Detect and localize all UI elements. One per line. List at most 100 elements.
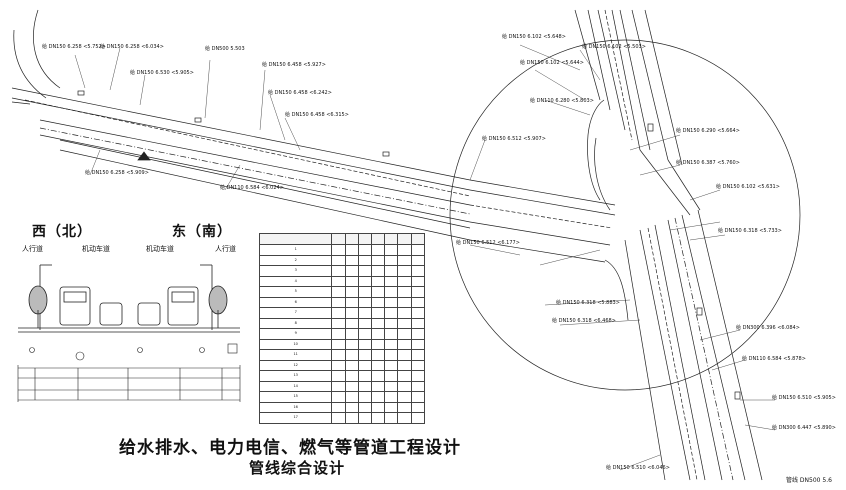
table-cell xyxy=(397,370,412,382)
table-cell xyxy=(344,380,359,392)
table-cell xyxy=(397,349,412,361)
pipe-annotation: 给 DN150 6.102 <5.503> xyxy=(582,44,646,50)
table-cell xyxy=(371,380,386,392)
pipe-annotation: 给 DN150 6.510 <5.905> xyxy=(772,395,836,401)
road-edge xyxy=(469,189,616,216)
table-header-cell xyxy=(371,233,386,245)
table-row: 5 xyxy=(258,286,426,298)
table-header-cell xyxy=(410,233,426,245)
table-cell xyxy=(331,265,346,277)
road-edge xyxy=(33,9,61,89)
table-cell xyxy=(331,412,346,424)
table-cell xyxy=(371,401,386,413)
detail-circle xyxy=(449,39,801,391)
table-cell xyxy=(371,317,386,329)
road-edge xyxy=(11,101,31,105)
table-cell xyxy=(344,401,359,413)
road-edge xyxy=(11,97,471,191)
table-cell xyxy=(410,338,426,350)
road-edge xyxy=(39,119,471,206)
table-cell xyxy=(357,254,373,266)
table-cell xyxy=(357,338,373,350)
table-cell: 10 xyxy=(258,338,333,350)
road-edge xyxy=(619,9,651,151)
road-edge xyxy=(11,87,471,181)
table-cell xyxy=(357,359,373,371)
lane-label-sidewalk-west: 人行道 xyxy=(22,245,43,253)
table-cell xyxy=(410,391,426,403)
table-row: 6 xyxy=(258,296,426,308)
table-cell xyxy=(384,370,399,382)
pipe-annotation: 给 DN150 6.458 <6.315> xyxy=(285,112,349,118)
table-cell xyxy=(371,254,386,266)
pipe-annotation: 给 DN150 6.290 <5.664> xyxy=(676,128,740,134)
table-cell xyxy=(397,338,412,350)
table-header-cell xyxy=(258,233,333,245)
table-cell: 4 xyxy=(258,275,333,287)
table-cell xyxy=(410,307,426,319)
table-header-row xyxy=(258,233,426,245)
table-row: 7 xyxy=(258,307,426,319)
table-row: 16 xyxy=(258,401,426,413)
table-cell xyxy=(410,370,426,382)
table-header-cell xyxy=(397,233,412,245)
pipe-annotation: 给 DN150 6.458 <5.927> xyxy=(262,62,326,68)
table-cell xyxy=(344,349,359,361)
table-cell xyxy=(384,349,399,361)
road-edge xyxy=(639,149,691,216)
table-cell xyxy=(331,370,346,382)
pipe-annotation: 给 DN300 6.447 <5.890> xyxy=(772,425,836,431)
table-cell: 7 xyxy=(258,307,333,319)
pipe-annotation: 给 DN150 6.387 <5.760> xyxy=(676,160,740,166)
table-cell xyxy=(357,412,373,424)
north-arrow-icon xyxy=(137,151,151,161)
table-cell xyxy=(410,254,426,266)
section-west-label: 西（北） xyxy=(32,224,92,240)
pipe-line xyxy=(647,227,698,481)
lane-label-road-west: 机动车道 xyxy=(82,245,110,253)
table-cell: 9 xyxy=(258,328,333,340)
table-cell xyxy=(371,275,386,287)
drawing-subtitle: 管线综合设计 xyxy=(249,459,346,477)
table-cell xyxy=(371,244,386,256)
table-cell xyxy=(384,380,399,392)
table-cell xyxy=(384,401,399,413)
table-cell xyxy=(371,370,386,382)
pipe-line xyxy=(39,127,471,215)
table-cell xyxy=(397,307,412,319)
table-cell xyxy=(371,412,386,424)
road-edge xyxy=(59,139,471,229)
pipe-annotation: 给 DN150 6.258 <5.752> xyxy=(42,44,106,50)
pipe-annotation: 给 DN150 6.102 <5.631> xyxy=(716,184,780,190)
table-cell xyxy=(371,307,386,319)
table-cell xyxy=(371,328,386,340)
road-edge xyxy=(13,29,47,99)
table-cell xyxy=(357,391,373,403)
table-cell xyxy=(384,359,399,371)
table-header-cell xyxy=(344,233,359,245)
pipe-profile xyxy=(17,343,241,402)
corner-label: 管线 DN500 5.6 xyxy=(786,477,832,484)
table-cell xyxy=(357,244,373,256)
table-row: 14 xyxy=(258,380,426,392)
table-cell xyxy=(357,349,373,361)
table-cell xyxy=(331,380,346,392)
table-row: 13 xyxy=(258,370,426,382)
table-cell xyxy=(410,244,426,256)
table-cell: 17 xyxy=(258,412,333,424)
manhole-marker xyxy=(734,391,741,400)
table-cell xyxy=(344,244,359,256)
table-row: 10 xyxy=(258,338,426,350)
table-cell: 8 xyxy=(258,317,333,329)
table-cell: 3 xyxy=(258,265,333,277)
table-cell xyxy=(384,254,399,266)
pipe-annotation: 给 DN300 6.396 <6.084> xyxy=(736,325,800,331)
table-cell xyxy=(344,275,359,287)
section-east-label: 东（南） xyxy=(172,224,232,240)
table-cell: 15 xyxy=(258,391,333,403)
table-row: 4 xyxy=(258,275,426,287)
cross-section xyxy=(18,264,240,333)
table-cell xyxy=(371,391,386,403)
table-cell xyxy=(371,265,386,277)
